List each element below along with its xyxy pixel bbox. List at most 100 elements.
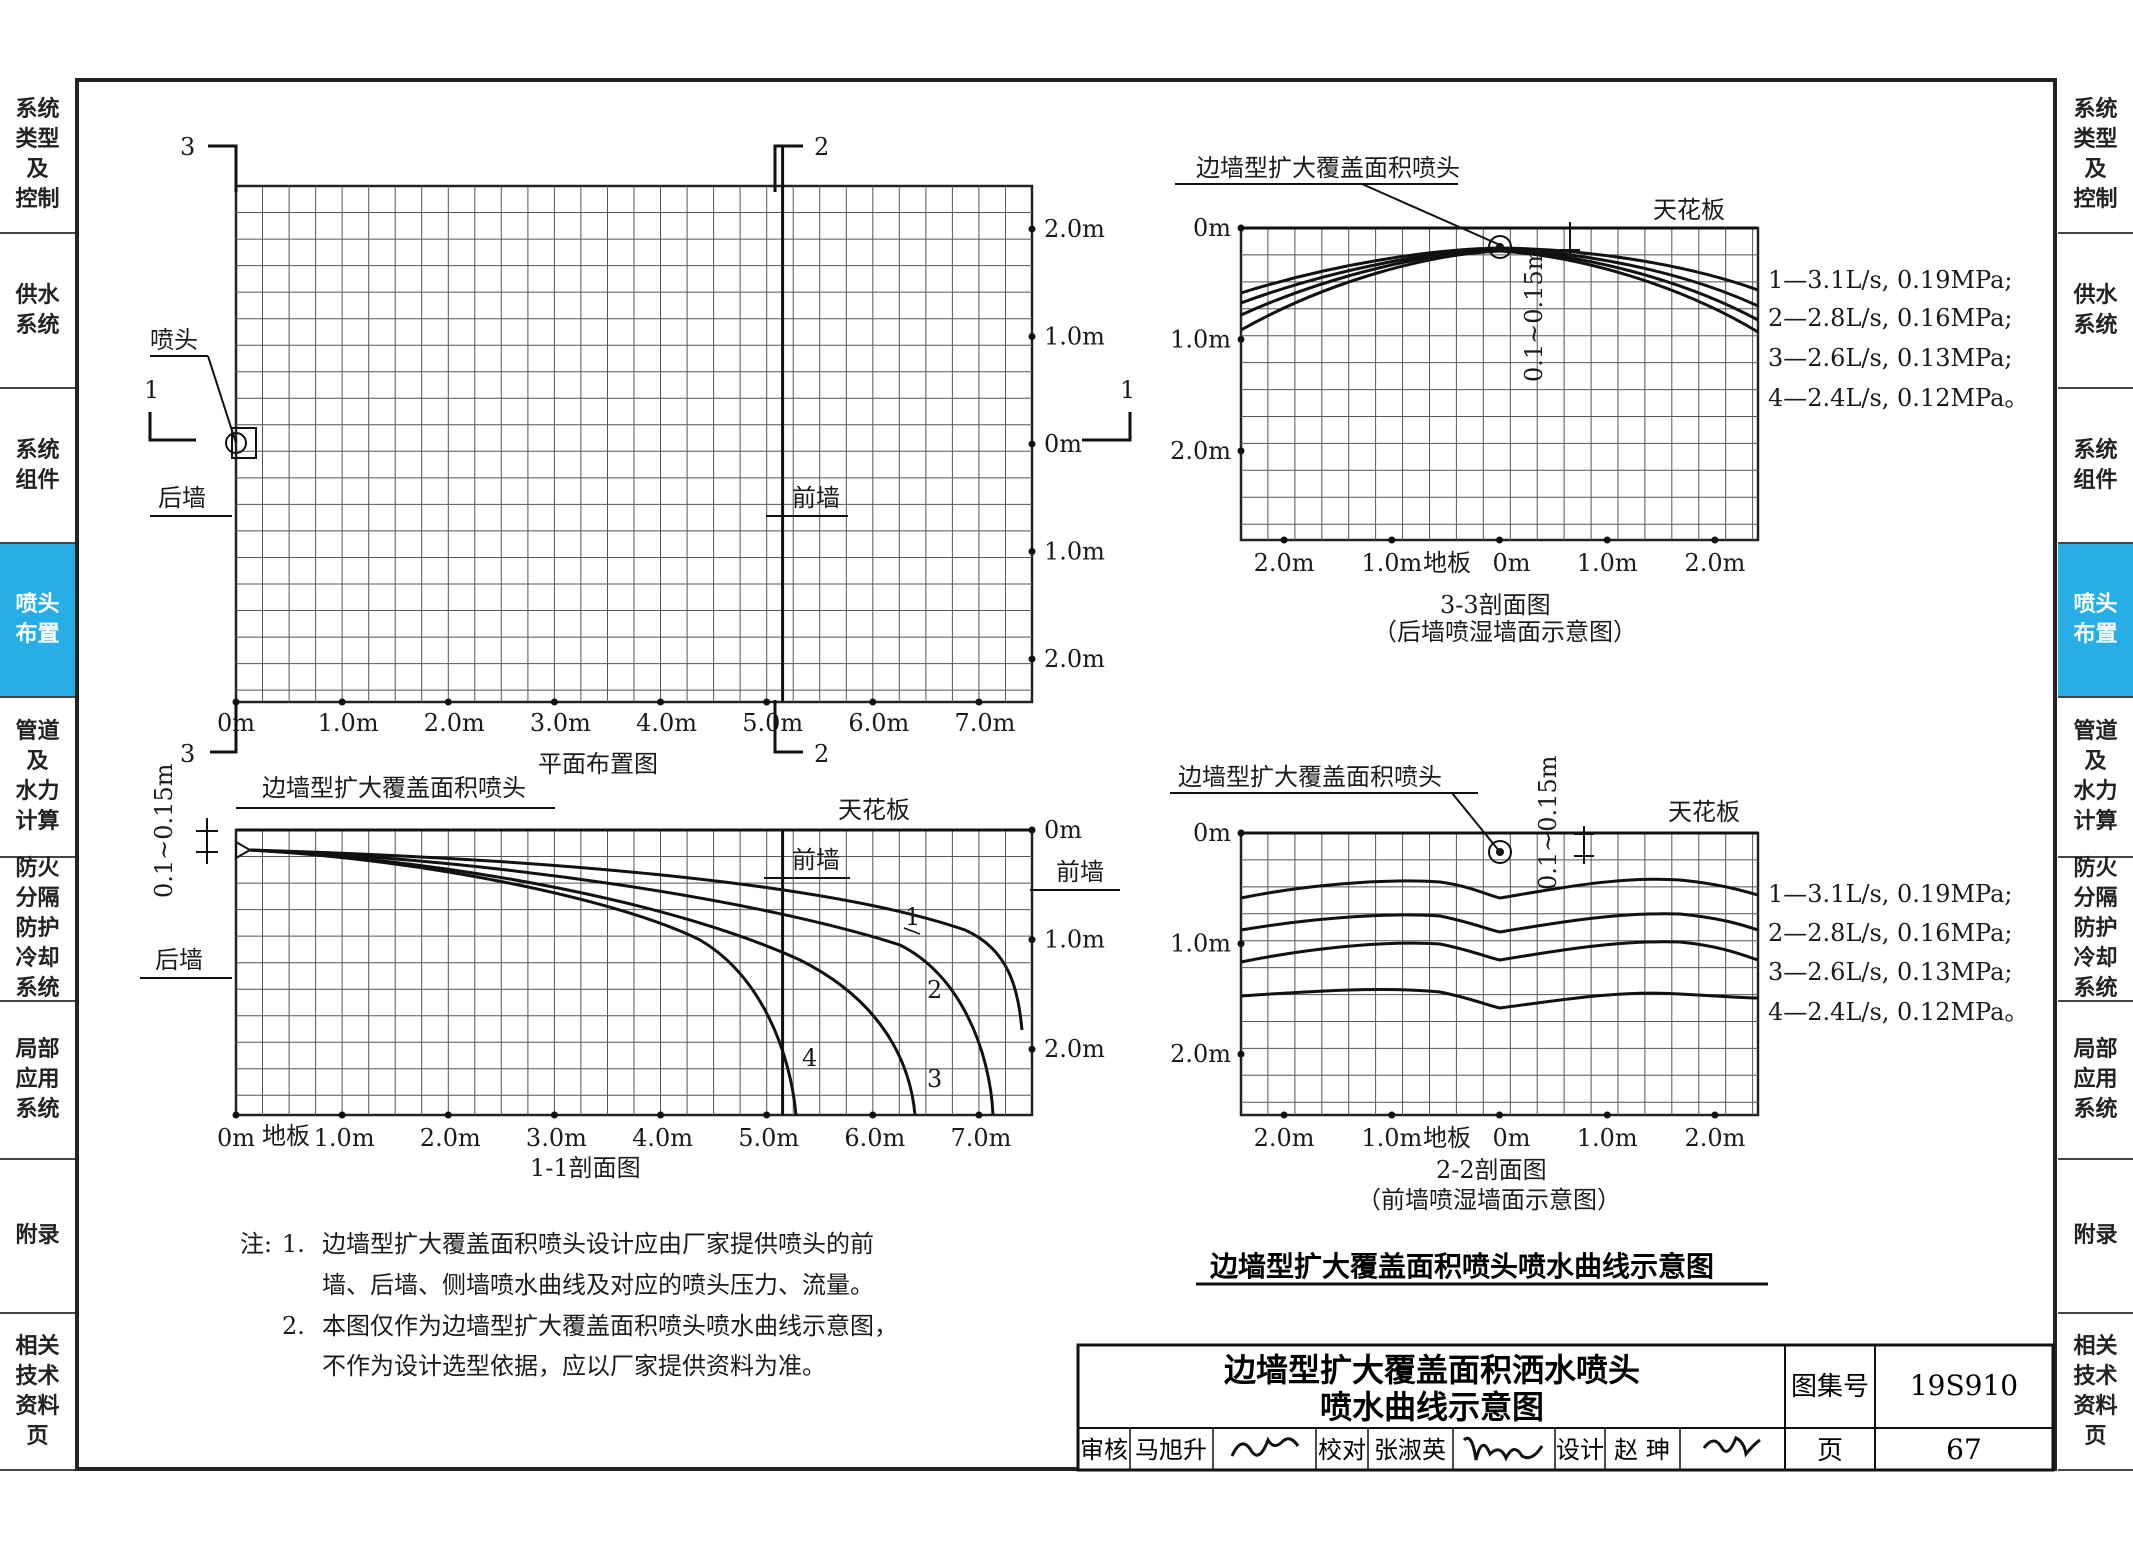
sec22-legend-3: 3—2.6L/s, 0.13MPa; xyxy=(1768,958,2013,986)
sidebar-item-label: 供水 系统 xyxy=(15,282,60,338)
sec33-legend-4: 4—2.4L/s, 0.12MPa。 xyxy=(1768,384,2028,412)
sec22-floor-label: 地板 xyxy=(1423,1124,1471,1152)
sec22-y-tick-1: 1.0m xyxy=(1170,930,1231,958)
sec11-front-wall-inside-label: 前墙 xyxy=(792,846,840,874)
sec33-grid-border xyxy=(1239,226,1760,542)
sec22-curve-1 xyxy=(1240,877,1759,900)
right-sidebar-item-9[interactable]: 相关 技术 资料 页 xyxy=(2058,1314,2133,1471)
sec22-x-dot-2 xyxy=(1496,1111,1503,1119)
sec33-y-dot-0 xyxy=(1237,224,1245,232)
sec33-y-dot-1 xyxy=(1237,335,1245,343)
sec33-x-tick-2: 0m xyxy=(1492,549,1530,577)
left-sidebar-item-4[interactable]: 喷头 布置 xyxy=(0,544,75,698)
sec11-curve-label-4: 4 xyxy=(802,1044,817,1072)
note-2-number: 2. xyxy=(282,1312,305,1340)
sec22-y-tick-2: 2.0m xyxy=(1170,1040,1231,1068)
sec22-y-dot-1 xyxy=(1237,940,1245,948)
plan-x-tick-5: 5.0m xyxy=(742,709,803,737)
sidebar-item-label: 系统 类型 及 控制 xyxy=(15,97,60,212)
sec11-x-tick-0: 0m xyxy=(217,1124,255,1152)
sec11-nozzle-callout: 边墙型扩大覆盖面积喷头 xyxy=(262,774,526,802)
plan-y-tick-1: 1.0m xyxy=(1044,323,1105,351)
left-sidebar-item-1[interactable]: 系统 类型 及 控制 xyxy=(0,78,75,234)
sec11-y-tick-1: 1.0m xyxy=(1044,926,1105,954)
section-1-label-left: 1 xyxy=(144,376,159,404)
section-1-1: 边墙型扩大覆盖面积喷头 天花板 0.1~0.15m 后墙 前墙 前墙 地板 1-… xyxy=(140,763,1120,1182)
front-wall-label: 前墙 xyxy=(792,484,840,512)
sec33-y-tick-0: 0m xyxy=(1193,214,1231,242)
sec11-x-dot-5 xyxy=(763,1111,771,1119)
left-sidebar-item-8[interactable]: 附录 xyxy=(0,1160,75,1314)
left-sidebar-item-2[interactable]: 供水 系统 xyxy=(0,234,75,389)
sec22-x-tick-4: 2.0m xyxy=(1684,1124,1745,1152)
right-sidebar-item-4[interactable]: 喷头 布置 xyxy=(2058,544,2133,698)
sec11-x-tick-5: 5.0m xyxy=(738,1124,799,1152)
reviewer-name: 马旭升 xyxy=(1135,1436,1207,1464)
right-sidebar-item-1[interactable]: 系统 类型 及 控制 xyxy=(2058,78,2133,234)
plan-x-dot-2 xyxy=(444,698,452,706)
sec22-y-dot-2 xyxy=(1237,1050,1245,1058)
sec22-curve-2 xyxy=(1240,912,1759,934)
sec11-y-tick-0: 0m xyxy=(1044,816,1082,844)
section-3-label-bottom: 3 xyxy=(180,740,195,768)
checker-name: 张淑英 xyxy=(1374,1436,1446,1464)
sec11-x-dot-4 xyxy=(657,1111,665,1119)
right-sidebar-item-8[interactable]: 附录 xyxy=(2058,1160,2133,1314)
sec11-back-wall-label: 后墙 xyxy=(155,946,203,974)
right-sidebar-item-2[interactable]: 供水 系统 xyxy=(2058,234,2133,389)
sec22-title: 2-2剖面图 xyxy=(1436,1156,1547,1184)
plan-x-tick-1: 1.0m xyxy=(318,709,379,737)
section-3-mark-bottom xyxy=(210,700,238,754)
sidebar-item-label: 供水 系统 xyxy=(2073,282,2118,338)
section-1-mark-right xyxy=(1082,412,1132,442)
sec11-x-tick-4: 4.0m xyxy=(632,1124,693,1152)
right-sidebar-item-7[interactable]: 局部 应用 系统 xyxy=(2058,1002,2133,1160)
plan-y-dot-0 xyxy=(1028,225,1036,233)
section-3-mark-top xyxy=(208,144,238,192)
plan-view: 3 3 2 2 1 1 喷头 后墙 前墙 平面布置图 xyxy=(144,133,1135,778)
sidebar-item-label: 系统 组件 xyxy=(2073,437,2118,493)
sidebar-item-label: 喷头 布置 xyxy=(2073,592,2118,647)
sec33-x-tick-0: 2.0m xyxy=(1254,549,1315,577)
sidebar-item-label: 局部 应用 系统 xyxy=(15,1037,60,1122)
left-sidebar-item-3[interactable]: 系统 组件 xyxy=(0,389,75,544)
left-sidebar-item-9[interactable]: 相关 技术 资料 页 xyxy=(0,1314,75,1471)
plan-x-dot-3 xyxy=(550,698,558,706)
title-block-title-line-1: 边墙型扩大覆盖面积洒水喷头 xyxy=(1224,1351,1640,1389)
sec11-y-dot-1 xyxy=(1028,936,1036,944)
sec33-subtitle: （后墙喷湿墙面示意图） xyxy=(1373,618,1637,646)
sec11-curve-4 xyxy=(249,848,798,1116)
sec11-x-dot-6 xyxy=(869,1111,877,1119)
sec11-curve-label-3: 3 xyxy=(927,1065,942,1093)
sec22-x-dot-4 xyxy=(1711,1111,1719,1119)
sec11-curve-2 xyxy=(249,848,995,1116)
note-1-line-1: 边墙型扩大覆盖面积喷头设计应由厂家提供喷头的前 xyxy=(322,1230,874,1258)
plan-y-dot-4 xyxy=(1028,655,1036,663)
plan-x-dot-1 xyxy=(338,698,346,706)
sec33-nozzle-dot xyxy=(1496,243,1504,251)
plan-y-tick-0: 2.0m xyxy=(1044,215,1105,243)
sidebar-item-label: 相关 技术 资料 页 xyxy=(15,1333,60,1449)
sec11-x-tick-3: 3.0m xyxy=(526,1124,587,1152)
atlas-number: 19S910 xyxy=(1910,1369,2018,1402)
right-sidebar-item-6[interactable]: 防火 分隔 防护 冷却 系统 xyxy=(2058,856,2133,1002)
sec33-title: 3-3剖面图 xyxy=(1440,591,1551,619)
right-sidebar-item-5[interactable]: 管道 及 水力 计算 xyxy=(2058,698,2133,858)
page-number: 67 xyxy=(1946,1433,1982,1466)
left-sidebar-item-7[interactable]: 局部 应用 系统 xyxy=(0,1002,75,1160)
sec22-x-tick-2: 0m xyxy=(1492,1124,1530,1152)
back-wall-label: 后墙 xyxy=(158,484,206,512)
right-sidebar-item-3[interactable]: 系统 组件 xyxy=(2058,389,2133,544)
sec22-legend-4: 4—2.4L/s, 0.12MPa。 xyxy=(1768,998,2028,1026)
sec22-x-dot-3 xyxy=(1603,1111,1611,1119)
left-sidebar-item-6[interactable]: 防火 分隔 防护 冷却 系统 xyxy=(0,856,75,1002)
plan-x-tick-7: 7.0m xyxy=(954,709,1015,737)
drawing-frame xyxy=(75,78,2057,1471)
sec22-curve-4 xyxy=(1240,987,1759,1010)
sec22-grid-gridlines xyxy=(1241,833,1758,1115)
section-2-mark-top xyxy=(773,144,803,192)
left-sidebar-item-5[interactable]: 管道 及 水力 计算 xyxy=(0,698,75,858)
plan-y-dot-2 xyxy=(1028,440,1036,448)
sec22-x-tick-3: 1.0m xyxy=(1577,1124,1638,1152)
section-2-label-top: 2 xyxy=(814,133,829,161)
